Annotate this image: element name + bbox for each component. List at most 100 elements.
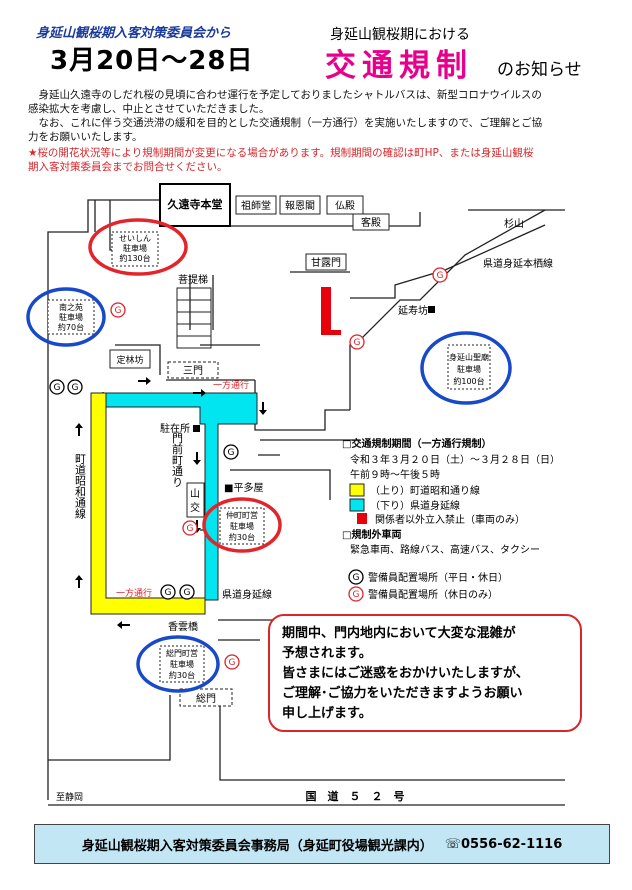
restricted-segment (321, 287, 341, 335)
shizuoka-label: 至静岡 (56, 791, 83, 803)
legend-period-dates: 令和３年３月２０日（土）～３月２８日（日） (350, 453, 560, 466)
enjubo-label: 延寿坊 (398, 304, 428, 317)
guard-marker-black: G (67, 379, 83, 395)
legend-yellow-label: （上り）町道昭和通り線 (370, 484, 480, 497)
note-line2: 期入客対策委員会までお問合せください。 (28, 161, 228, 173)
guard-marker-red-g: G (115, 306, 122, 316)
footer-office: 身延山観桜期入客対策委員会事務局（身延町役場観光課内） (81, 838, 433, 854)
notice-line5: 申し上げます。 (282, 706, 372, 721)
guard-marker-black: G (179, 584, 195, 600)
yama-label: 山 (190, 488, 200, 500)
parking-seishin-type: 駐車場 (123, 243, 147, 253)
legend-cyan-label: （下り）県道身延線 (370, 499, 460, 512)
guard-marker-black: G (160, 584, 176, 600)
hiratayaya-label: ■平多屋 (224, 481, 263, 494)
title-suffix: のお知らせ (497, 60, 582, 80)
guard-marker-red-g: G (229, 658, 236, 668)
guard-marker-red-g: G (437, 271, 444, 281)
arrow-down-mid (193, 452, 201, 465)
legend-guard-red-g: G (353, 590, 360, 600)
parking-somon-name: 総門町営 (166, 648, 198, 658)
arrow-right-upper2 (193, 389, 206, 397)
butsuden-label: 仏殿 (335, 200, 355, 212)
notice-line4: ご理解･ご協力をいただきますようお願い (282, 686, 523, 701)
legend-swatch-yellow (349, 483, 365, 497)
monzen-road-label: 門前町通り (171, 432, 184, 487)
parking-seibyo-type: 駐車場 (457, 364, 481, 374)
ko-label: 交 (190, 501, 200, 514)
arrow-up-lower (75, 575, 83, 588)
parking-seibyo-cap: 約100台 (453, 376, 484, 386)
circle-seibyo (420, 331, 512, 405)
legend-period-time: 午前９時～午後５時 (350, 468, 440, 481)
guard-marker-red-g: G (354, 338, 361, 348)
somon-label: 総門 (196, 692, 216, 705)
para2-line2: 力をお願いいたします。 (28, 131, 143, 143)
kouunbashi-label: 香雲橋 (168, 620, 198, 633)
guard-marker-black-g: G (165, 588, 172, 598)
parking-minaminoen-name: 南之苑 (59, 302, 83, 312)
para1-line2: 感染拡大を考慮し、中止とさせていただきました。 (28, 103, 270, 115)
kuonji-label: 久遠寺本堂 (168, 197, 223, 211)
guard-marker-red: G (182, 520, 198, 536)
guard-marker-black-g: G (184, 588, 191, 598)
legend-guard-red: 警備員配置場所（休日のみ） (368, 588, 498, 601)
notice-line2: 予想されます。 (282, 646, 372, 661)
arrow-right-upper (138, 377, 151, 385)
legend-red-label: 関係者以外立入禁止（車両のみ） (375, 513, 525, 526)
circle-seishin (88, 218, 188, 276)
red-note: ★桜の開花状況等により規制期間が変更になる場合があります。規制期間の確認は町HP… (28, 146, 618, 174)
guard-marker-black: G (49, 379, 65, 395)
kanromon-label: 甘露門 (311, 256, 341, 269)
legend-swatch-red (357, 513, 367, 524)
circle-nakamachi (202, 497, 282, 553)
arrow-up-upper (75, 423, 83, 436)
cyan-route (105, 392, 258, 601)
parking-nakamachi-name: 仲町町営 (226, 510, 258, 520)
organizer-line: 身延山観桜期入客対策委員会から (36, 26, 232, 41)
sanmon-label: 三門 (183, 365, 203, 377)
guard-marker-red: G (110, 302, 126, 318)
legend-period-head: □交通規制期間（一方通行規制） (342, 437, 491, 450)
choudou-road-label: 町道昭和通線 (74, 453, 87, 519)
route52-label: 国 道 ５ ２ 号 (306, 789, 405, 803)
legend-swatch-cyan (349, 498, 365, 512)
teirinbo-label: 定林坊 (116, 354, 143, 366)
notice-line3: 皆さまにはご迷惑をおかけいたしますが、 (282, 666, 529, 681)
parking-minaminoen-type: 駐車場 (59, 312, 83, 322)
circle-somon (136, 635, 220, 693)
bodaizaka-label: 菩提梯 (178, 273, 208, 286)
hoonkaku-label: 報恩閣 (285, 200, 315, 212)
chuzaisho-label: 駐在所 (160, 422, 190, 435)
guard-marker-black-g: G (54, 383, 61, 393)
oneway-label-upper: 一方通行 (213, 379, 249, 391)
parking-nakamachi-cap: 約30台 (229, 532, 255, 542)
parking-nakamachi-type: 駐車場 (230, 521, 254, 531)
notice-box: 期間中、門内地内において大変な混雑が 予想されます。 皆さまにはご迷惑をおかけい… (268, 614, 582, 732)
event-dates: 3月20日～28日 (50, 46, 254, 76)
guard-marker-black-g: G (228, 448, 235, 458)
parking-minaminoen-cap: 約70台 (58, 322, 84, 332)
legend-exempt-list: 緊急車両、路線バス、高速バス、タクシー (350, 543, 540, 556)
legend-exempt-head: □規制外車両 (342, 528, 401, 541)
legend-guard-black: 警備員配置場所（平日・休日） (368, 571, 508, 584)
footer-bar: 身延山観桜期入客対策委員会事務局（身延町役場観光課内） ☏0556-62-111… (34, 824, 610, 864)
para2-line1: なお、これに伴う交通渋滞の緩和を目的とした交通規制（一方通行）を実施いたしますの… (38, 117, 543, 129)
guard-marker-red: G (432, 267, 448, 283)
parking-seishin-cap: 約130台 (119, 253, 150, 263)
parking-seishin-name: せいしん (119, 234, 151, 243)
guard-marker-black-g: G (72, 383, 79, 393)
subtitle: 身延山観桜期における (330, 27, 470, 43)
arrow-down-right (259, 402, 267, 415)
guard-marker-red: G (224, 654, 240, 670)
kenmei-honsei-label: 県道身延本栖線 (483, 257, 553, 270)
parking-somon-cap: 約30台 (169, 670, 195, 680)
intro-paragraph: 身延山久遠寺のしだれ桜の見頃に合わせ運行を予定しておりましたシャトルバスは、新型… (28, 88, 618, 144)
sugiyama-label: 杉山 (504, 217, 524, 230)
circle-minaminoen (26, 287, 106, 347)
kenmei-road-label: 県道身延線 (222, 588, 272, 601)
guard-marker-red: G (349, 334, 365, 350)
legend-guard-black-g: G (353, 573, 360, 583)
footer-phone: ☏0556-62-1116 (444, 836, 563, 852)
kyakuden-label: 客殿 (361, 216, 381, 229)
